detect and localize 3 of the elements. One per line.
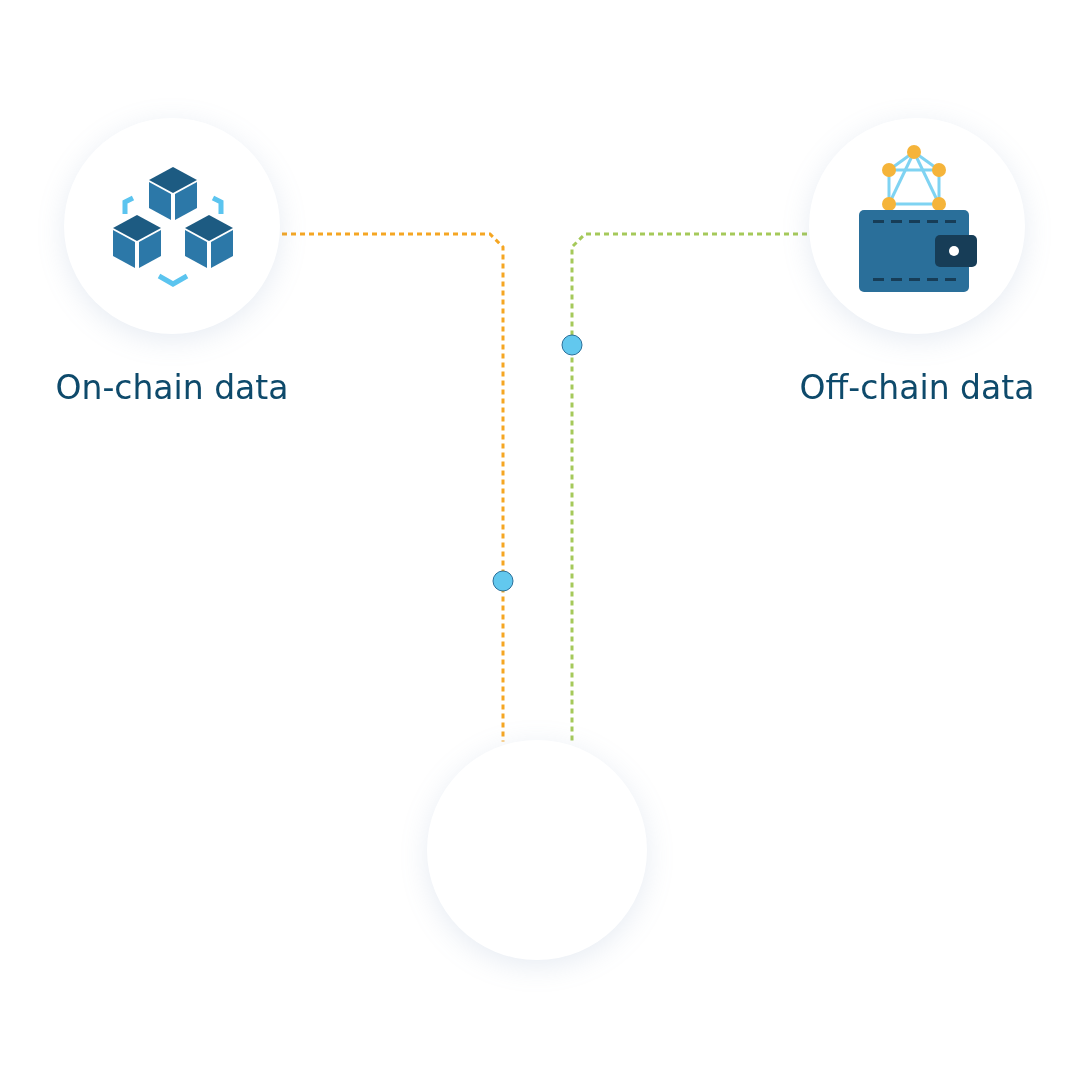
- node-label: Off-chain data: [798, 368, 1036, 407]
- dotted-connector: [570, 232, 807, 742]
- node-label: On-chain data: [54, 368, 290, 407]
